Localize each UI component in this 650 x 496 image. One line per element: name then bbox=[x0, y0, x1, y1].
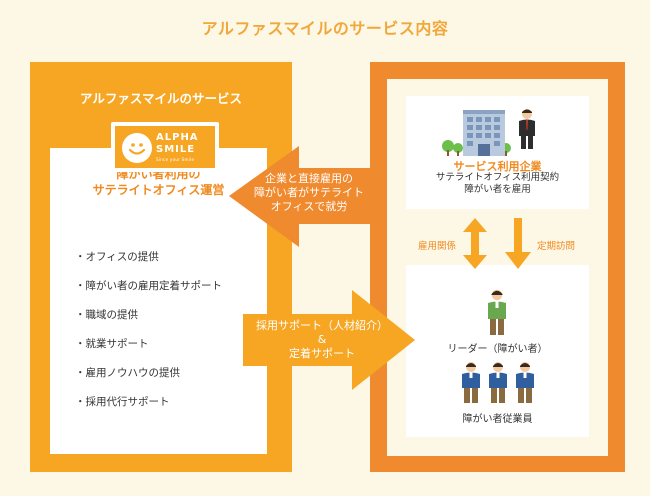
heading-line-2: サテライトオフィス運営 bbox=[92, 183, 225, 197]
company-desc-line-1: サテライトオフィス利用契約 bbox=[435, 172, 560, 183]
periodic-visit-arrow bbox=[505, 218, 531, 269]
employment-arrow-line-1: 企業と直接雇用の bbox=[265, 172, 353, 185]
support-arrow-text: 採用サポート（人材紹介） & 定着サポート bbox=[256, 319, 388, 361]
client-company-panel: サービス利用企業 サテライトオフィス利用契約 障がい者を雇用 リーダー（障がい者… bbox=[370, 62, 625, 472]
employment-arrow-text: 企業と直接雇用の 障がい者がサテライト オフィスで就労 bbox=[254, 172, 364, 214]
client-company-name: サービス利用企業 bbox=[453, 160, 542, 173]
support-arrow-line-3: 定着サポート bbox=[289, 347, 355, 360]
worker-box: リーダー（障がい者） bbox=[406, 265, 589, 437]
employment-arrow-line-3: オフィスで就労 bbox=[270, 200, 348, 213]
company-box: サービス利用企業 サテライトオフィス利用契約 障がい者を雇用 bbox=[406, 96, 589, 209]
leader-label: リーダー（障がい者） bbox=[447, 344, 548, 355]
leader-person-icon bbox=[488, 289, 506, 335]
employee-person-icon bbox=[462, 362, 480, 403]
staff-label: 障がい者従業員 bbox=[462, 414, 533, 425]
employment-relation-label: 雇用関係 bbox=[418, 241, 457, 252]
service-item: ・職域の提供 bbox=[75, 309, 138, 321]
service-item: ・オフィスの提供 bbox=[75, 251, 159, 263]
company-desc-line-2: 障がい者を雇用 bbox=[464, 184, 531, 195]
employment-relation-arrow bbox=[463, 218, 487, 269]
service-item: ・雇用ノウハウの提供 bbox=[75, 367, 180, 379]
support-arrow-line-2: & bbox=[317, 333, 327, 346]
alphasmile-service-panel: アルファスマイルのサービス 障がい者利用の サテライトオフィス運営 ・オフィスの… bbox=[30, 62, 292, 472]
left-panel-title: アルファスマイルのサービス bbox=[79, 91, 242, 106]
service-item: ・障がい者の雇用定着サポート bbox=[75, 280, 222, 292]
employment-arrow-line-2: 障がい者がサテライト bbox=[254, 186, 364, 199]
satellite-office-card: 障がい者利用の サテライトオフィス運営 ・オフィスの提供 ・障がい者の雇用定着サ… bbox=[50, 148, 267, 454]
employee-person-icon bbox=[489, 362, 507, 403]
client-company-inner: サービス利用企業 サテライトオフィス利用契約 障がい者を雇用 リーダー（障がい者… bbox=[387, 79, 608, 456]
service-item: ・採用代行サポート bbox=[75, 396, 170, 408]
businessman-icon bbox=[519, 109, 535, 149]
client-company-description: サテライトオフィス利用契約 障がい者を雇用 bbox=[406, 172, 589, 196]
employment-arrow bbox=[229, 146, 372, 247]
smile-face-icon bbox=[122, 133, 152, 163]
logo-tagline: Since your Smile bbox=[156, 157, 195, 162]
employee-person-icon bbox=[516, 362, 534, 403]
alpha-smile-logo: ALPHA SMILE Since your Smile bbox=[111, 122, 219, 172]
support-arrow-line-1: 採用サポート（人材紹介） bbox=[256, 319, 388, 332]
logo-wordmark: ALPHA SMILE bbox=[156, 132, 199, 156]
periodic-visit-label: 定期訪問 bbox=[537, 241, 576, 252]
logo-line-1: ALPHA bbox=[156, 132, 199, 143]
page-title: アルファスマイルのサービス内容 bbox=[201, 19, 449, 38]
service-list: ・オフィスの提供 ・障がい者の雇用定着サポート ・職域の提供 ・就業サポート ・… bbox=[75, 250, 222, 424]
logo-line-2: SMILE bbox=[156, 144, 196, 155]
office-building-icon bbox=[442, 110, 511, 156]
service-item: ・就業サポート bbox=[75, 338, 149, 350]
support-arrow bbox=[243, 290, 415, 390]
